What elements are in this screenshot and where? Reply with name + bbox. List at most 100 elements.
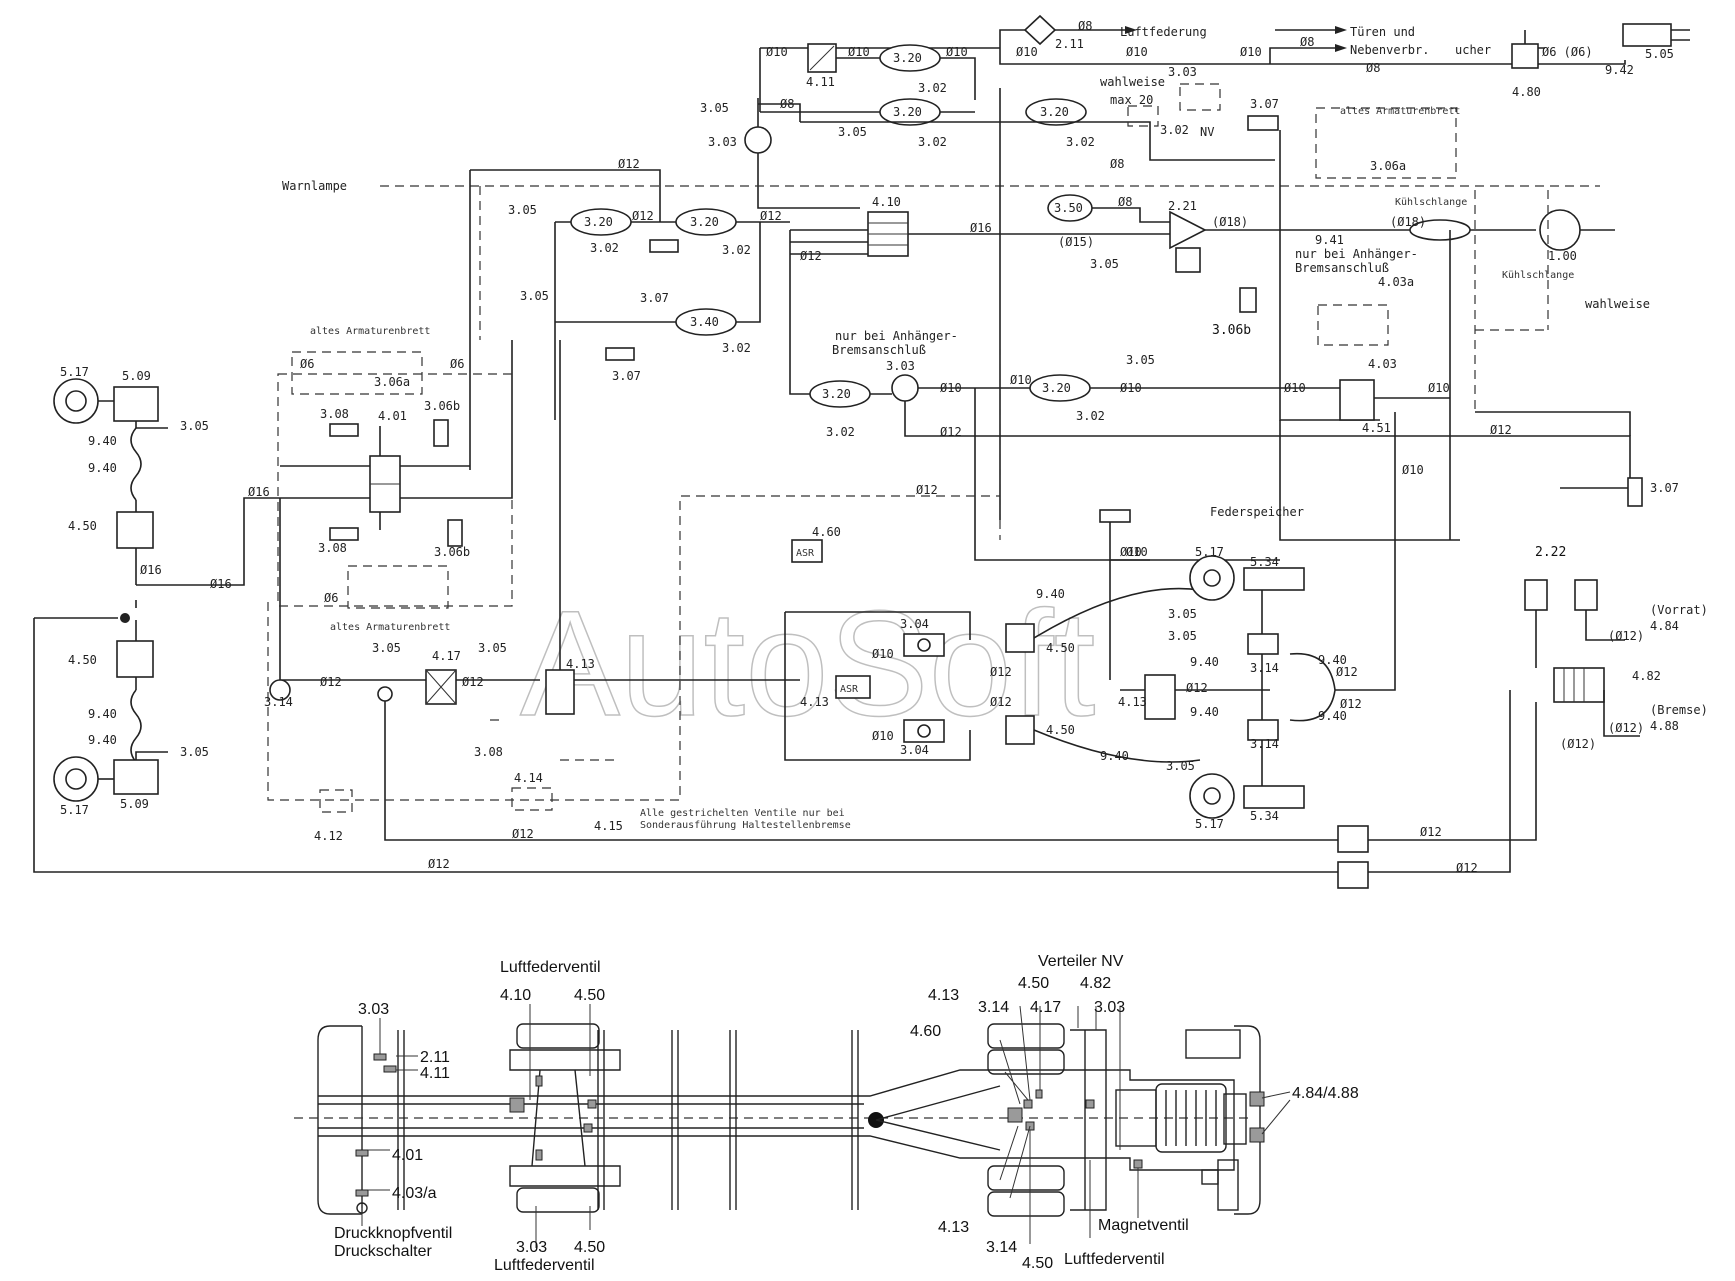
label-c-3-03: 3.03	[886, 359, 915, 373]
label-d10: Ø10	[1120, 381, 1142, 395]
label-l-3-14-a: 3.14	[978, 999, 1009, 1016]
label-c-3-04: 3.04	[900, 743, 929, 757]
label-bremse: (Bremse)	[1650, 703, 1708, 717]
label-tueren-1: Türen und	[1350, 25, 1415, 39]
label-c-9-40: 9.40	[88, 707, 117, 721]
label-c-3-02: 3.02	[918, 135, 947, 149]
label-c-9-40: 9.40	[1100, 749, 1129, 763]
label-d12: Ø12	[1456, 861, 1478, 875]
label-c-3-08: 3.08	[474, 745, 503, 759]
label-c-3-05: 3.05	[1168, 629, 1197, 643]
label-c-2-11: 2.11	[1055, 37, 1084, 51]
label-c-3-02: 3.02	[1066, 135, 1095, 149]
front-axle-left	[33, 378, 1340, 873]
label-d10: Ø10	[872, 647, 894, 661]
label-c-4-13: 4.13	[1118, 695, 1147, 709]
label-c-3-06b: 3.06b	[424, 399, 460, 413]
label-c-3-40: 3.40	[690, 315, 719, 329]
label-luftfederung: Luftfederung	[1120, 25, 1207, 39]
label-note-2: Sonderausführung Haltestellenbremse	[640, 820, 851, 831]
label-c-3-05: 3.05	[838, 125, 867, 139]
label-d10: Ø10	[1016, 45, 1038, 59]
label-sucher: ucher	[1455, 43, 1491, 57]
label-c-3-05: 3.05	[1126, 353, 1155, 367]
label-d16: Ø16	[210, 577, 232, 591]
label-d12: Ø12	[1186, 681, 1208, 695]
label-c-4-82: 4.82	[1632, 669, 1661, 683]
label-c-3-05: 3.05	[1166, 759, 1195, 773]
trailer-control	[1337, 579, 1640, 889]
label-druckknopfventil: Druckknopfventil	[334, 1225, 452, 1242]
label-c-2-22: 2.22	[1535, 545, 1566, 560]
label-max20: max 20	[1110, 93, 1153, 107]
label-d12: Ø12	[320, 675, 342, 689]
label-l-4-13-b: 4.13	[938, 1219, 969, 1236]
label-d12: Ø12	[760, 209, 782, 223]
label-d10: Ø10	[1428, 381, 1450, 395]
label-l-4-10: 4.10	[500, 987, 531, 1004]
label-anhaenger-2: Bremsanschluß	[832, 343, 926, 357]
label-warnlampe: Warnlampe	[282, 179, 347, 193]
label-l-4-60: 4.60	[910, 1023, 941, 1040]
label-kuehlschlange-1: Kühlschlange	[1395, 197, 1467, 208]
label-c-9-40: 9.40	[1318, 653, 1347, 667]
pneumatic-schematic: Warnlampe Luftfederung Türen und Nebenve…	[33, 14, 1708, 889]
label-c-3-07: 3.07	[640, 291, 669, 305]
label-c-2-21: 2.21	[1168, 199, 1197, 213]
label-c-3-05: 3.05	[520, 289, 549, 303]
label-c-3-02: 3.02	[826, 425, 855, 439]
rear-axle-circuit	[784, 412, 1396, 819]
label-c-3-14: 3.14	[264, 695, 293, 709]
label-verteiler-nv: Verteiler NV	[1038, 953, 1124, 970]
label-d8: Ø8	[1078, 19, 1092, 33]
label-c-3-20: 3.20	[1042, 381, 1071, 395]
label-c-4-13: 4.13	[566, 657, 595, 671]
label-c-4-50: 4.50	[68, 653, 97, 667]
label-c-4-03: 4.03	[1368, 357, 1397, 371]
label-asr: ASR	[796, 548, 815, 559]
label-p18: (Ø18)	[1212, 215, 1248, 229]
label-c-3-50: 3.50	[1054, 201, 1083, 215]
label-d10: Ø10	[1010, 373, 1032, 387]
label-c-9-41: 9.41	[1315, 233, 1344, 247]
label-d6: Ø6	[450, 357, 464, 371]
label-c-4-12: 4.12	[314, 829, 343, 843]
label-c-5-17: 5.17	[1195, 545, 1224, 559]
label-d12: Ø12	[1490, 423, 1512, 437]
label-d10: Ø10	[1126, 45, 1148, 59]
label-c-4-17: 4.17	[432, 649, 461, 663]
label-wahlweise-1: wahlweise	[1100, 75, 1165, 89]
label-l-4-17: 4.17	[1030, 999, 1061, 1016]
label-d12: Ø12	[990, 665, 1012, 679]
label-d12: Ø12	[940, 425, 962, 439]
label-druckschalter: Druckschalter	[334, 1243, 432, 1260]
label-d10: Ø10	[1284, 381, 1306, 395]
label-c-3-08: 3.08	[320, 407, 349, 421]
label-l-4-84-88: 4.84/4.88	[1292, 1085, 1359, 1102]
label-c-3-05: 3.05	[372, 641, 401, 655]
label-c-9-40: 9.40	[1190, 705, 1219, 719]
label-d10: Ø10	[872, 729, 894, 743]
label-d10: Ø10	[940, 381, 962, 395]
label-d16: Ø16	[248, 485, 270, 499]
watermark: AutoSoft	[520, 579, 1095, 747]
label-l-3-03-a: 3.03	[358, 1001, 389, 1018]
label-d12: Ø12	[990, 695, 1012, 709]
label-d8: Ø8	[1110, 157, 1124, 171]
label-d16: Ø16	[970, 221, 992, 235]
label-nv: NV	[1200, 125, 1214, 139]
label-c-3-14: 3.14	[1250, 661, 1279, 675]
schematic-labels: Warnlampe Luftfederung Türen und Nebenve…	[60, 19, 1708, 875]
label-c-9-40: 9.40	[88, 434, 117, 448]
label-c-4-14: 4.14	[514, 771, 543, 785]
label-c-3-20: 3.20	[893, 51, 922, 65]
label-tueren-2: Nebenverbr.	[1350, 43, 1429, 57]
label-c-3-06a: 3.06a	[1370, 159, 1406, 173]
label-c-3-05: 3.05	[1168, 607, 1197, 621]
label-c-3-20: 3.20	[893, 105, 922, 119]
label-altes-armaturenbrett-1: altes Armaturenbrett	[310, 326, 430, 337]
label-d8: Ø8	[1300, 35, 1314, 49]
label-l-3-03-c: 3.03	[1094, 999, 1125, 1016]
label-l-4-01: 4.01	[392, 1147, 423, 1164]
label-d12: Ø12	[916, 483, 938, 497]
